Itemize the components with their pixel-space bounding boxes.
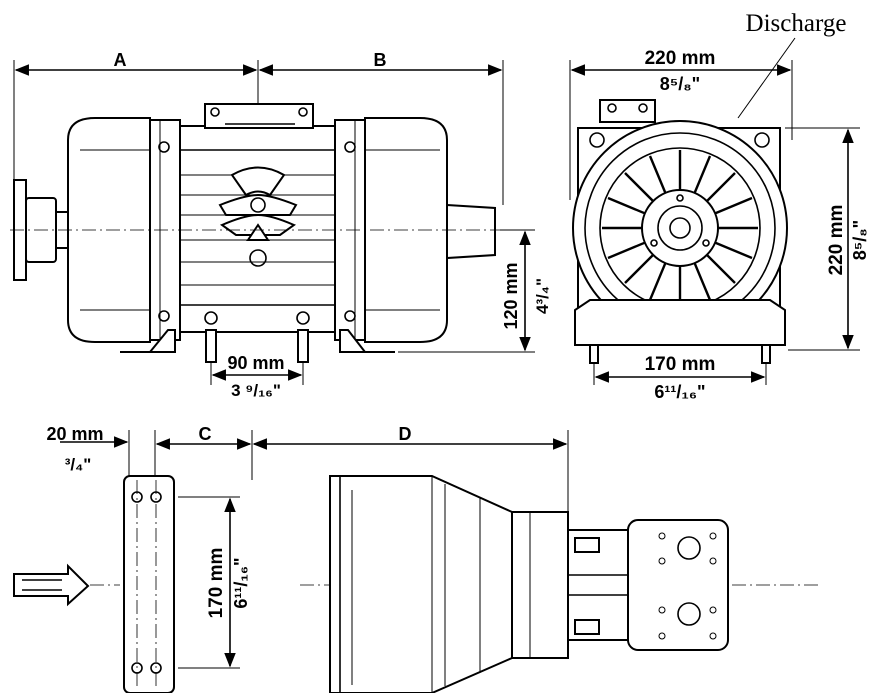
right-shaft [446,203,496,260]
height-in: 8⁵/₈" [850,220,870,260]
width-mm: 220 mm [645,48,716,69]
flange-height-in: 6¹¹/₁₆" [231,557,251,608]
pump-neck [511,511,569,659]
shaft-height-in: 4³/₄" [533,278,552,314]
height-mm: 220 mm [826,205,847,276]
foot-spacing-in: 3 ⁹/₁₆" [231,381,281,400]
discharge-leader [737,37,796,119]
front-view: Discharge 220 mm 8⁵/₈" [569,10,870,402]
dim-b-label: B [374,50,387,70]
discharge-label: Discharge [746,10,847,37]
flange-height-mm: 170 mm [206,548,227,619]
foot-spacing-mm: 90 mm [227,353,284,373]
pump-housing [329,475,513,693]
dim-c-label: C [199,424,212,444]
base-width-mm: 170 mm [645,354,716,375]
side-view: A B [10,50,552,400]
shaft-height-mm: 120 mm [501,262,521,329]
front-base [574,299,786,346]
dim-d-label: D [399,424,412,444]
fan-hub [641,189,719,267]
pump-end-plate [627,519,729,651]
flange-thick-in: ³/₄" [65,455,92,474]
base-width-in: 6¹¹/₁₆" [654,382,705,402]
pump-view [300,475,820,693]
width-in: 8⁵/₈" [660,74,700,94]
flange-plate [123,475,175,693]
flange-view: 20 mm ³/₄" C D 170 mm 6¹¹/₁₆" [13,424,569,693]
flange-thick-mm: 20 mm [46,424,103,444]
dim-a-label: A [114,50,127,70]
shaft-key [13,563,90,607]
front-terminal-box [599,99,656,123]
